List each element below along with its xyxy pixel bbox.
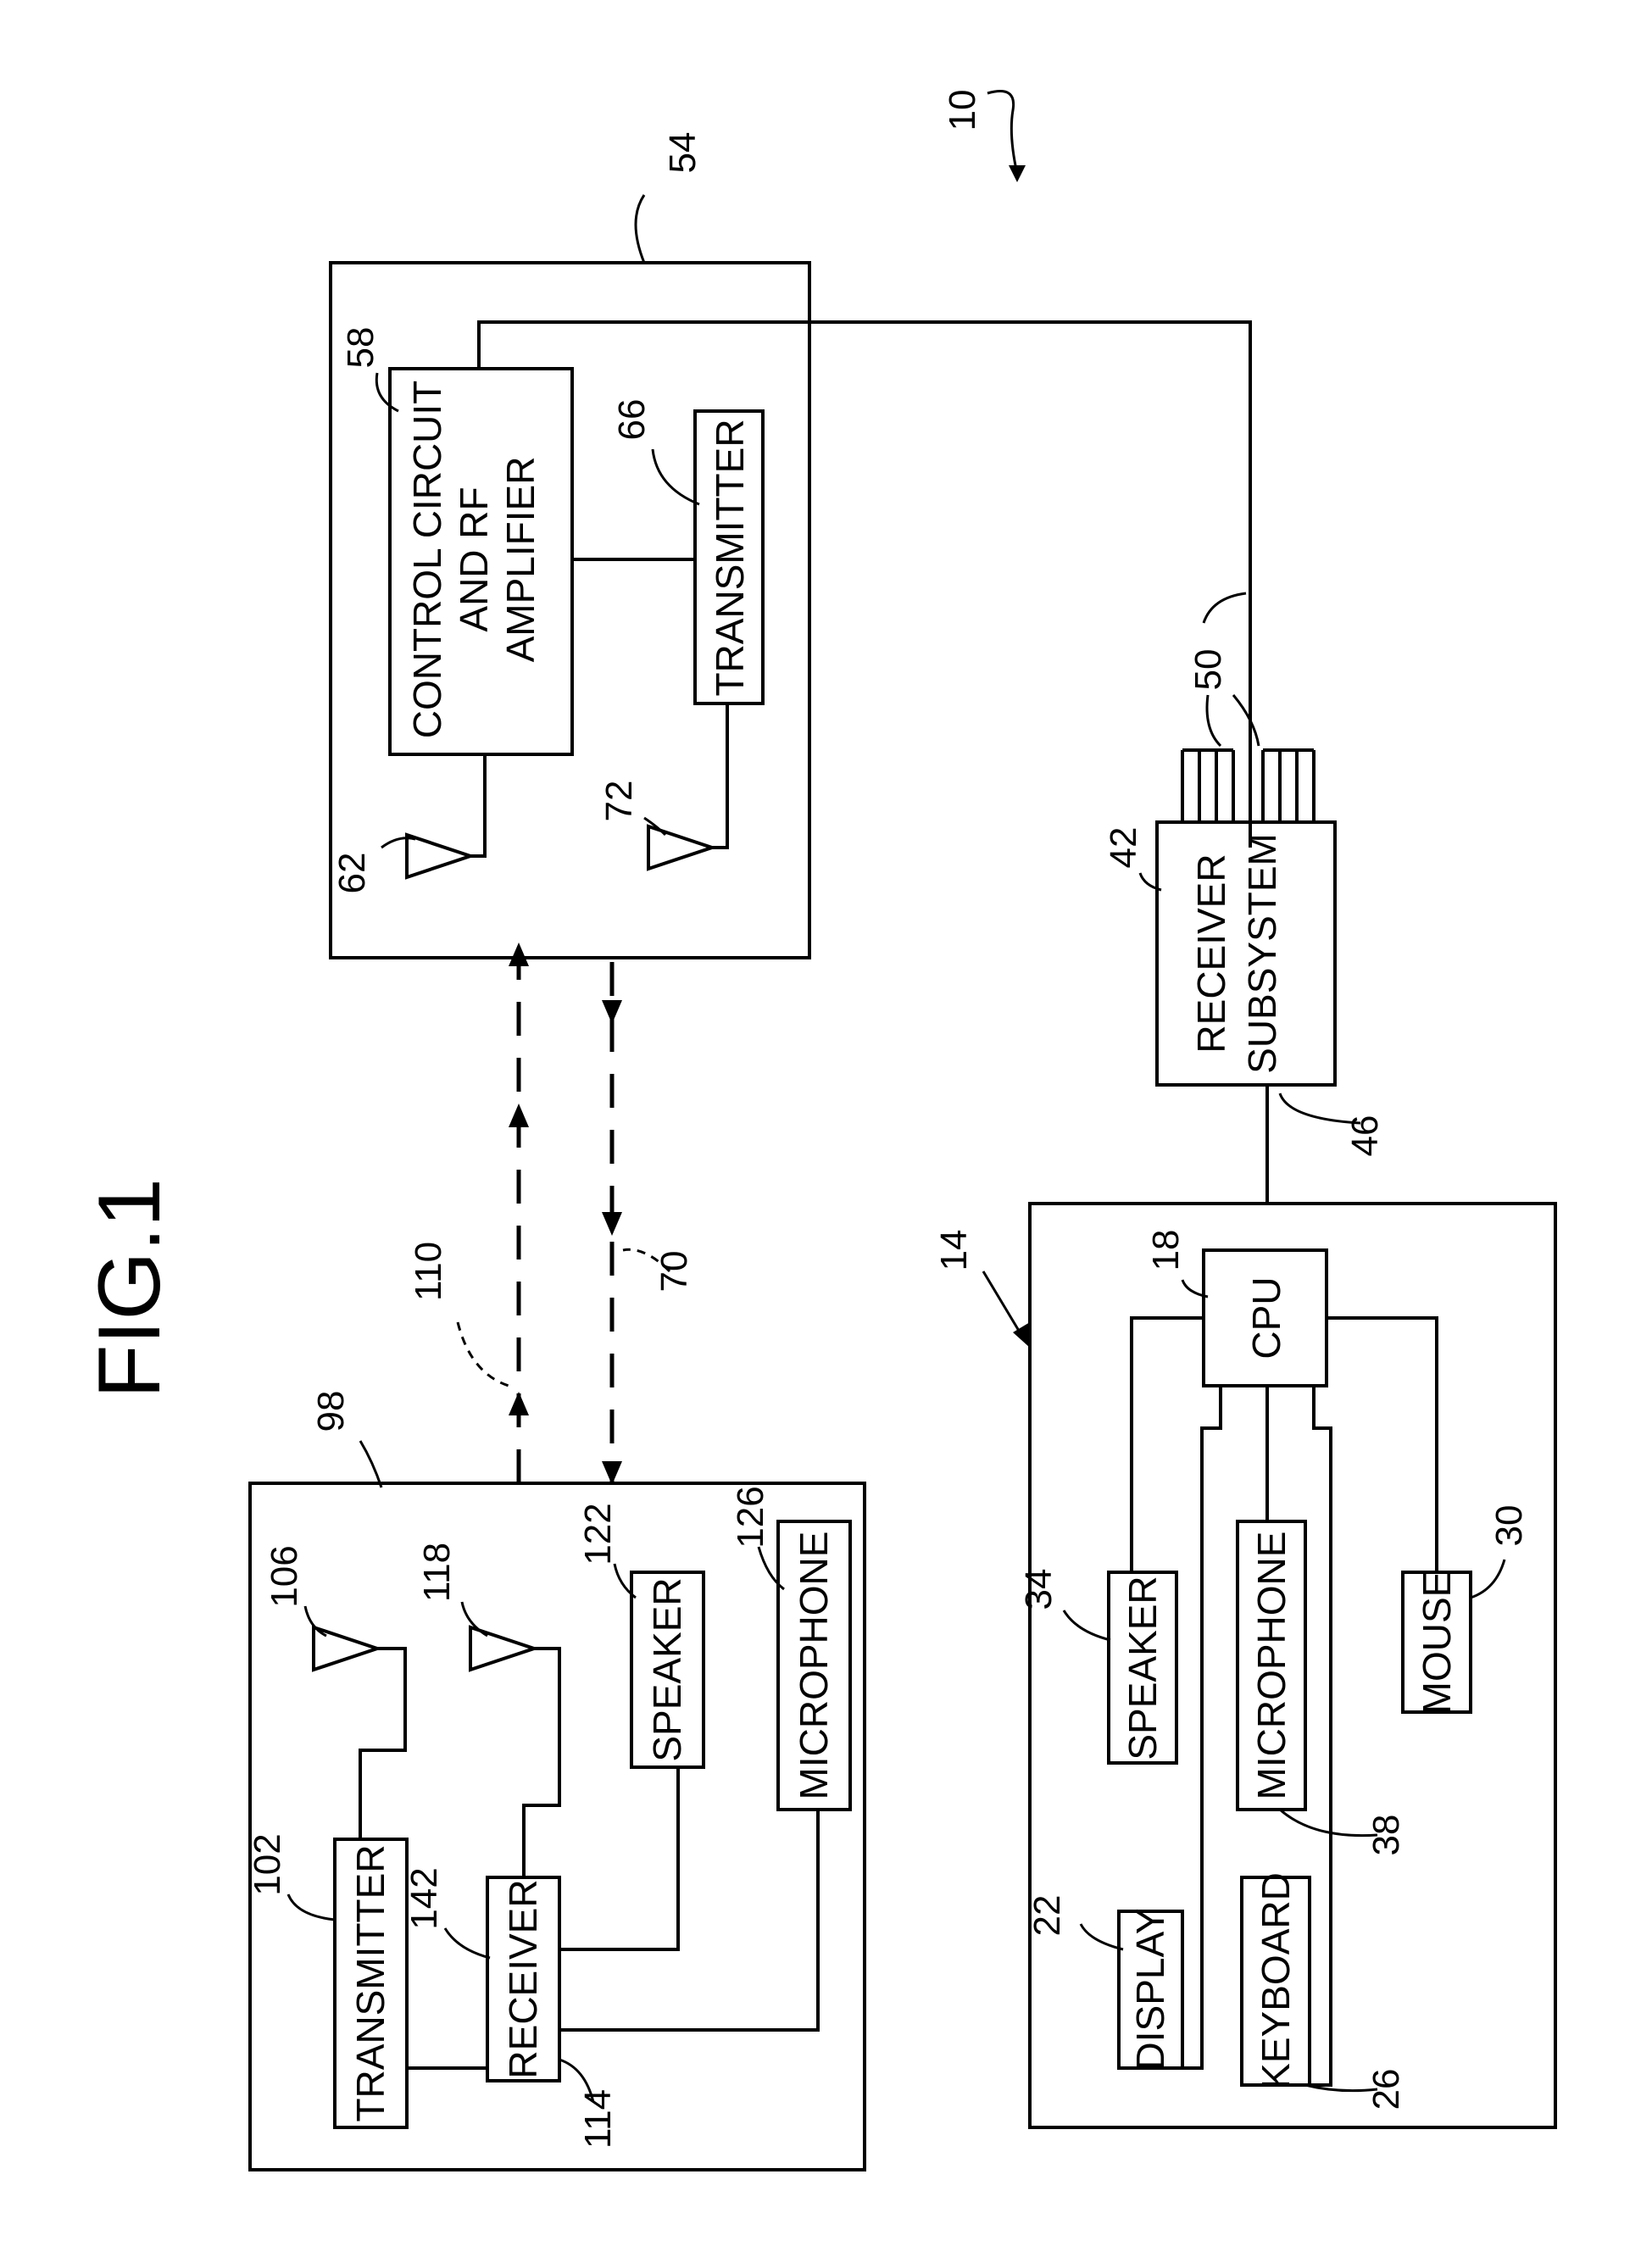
handset-wiring [407, 1767, 818, 2068]
figure-title: FIG.1 [81, 1178, 179, 1398]
ref-14-leader [983, 1271, 1021, 1335]
connector-pins [1182, 750, 1314, 822]
ref-18: 18 [1145, 1230, 1187, 1271]
downlink-70 [602, 962, 622, 1485]
ref-66: 66 [611, 399, 653, 441]
handset-microphone-label: MICROPHONE [792, 1532, 836, 1800]
ref-34: 34 [1018, 1569, 1060, 1610]
receiver-subsystem-label-line1: RECEIVER [1189, 854, 1233, 1053]
ref-102-leader [288, 1894, 335, 1920]
ref-50-leader-c [1204, 593, 1246, 623]
ref-110-leader [458, 1322, 509, 1386]
ref-14: 14 [933, 1230, 975, 1271]
ref-62-leader [381, 838, 415, 848]
handset-speaker-label: SPEAKER [645, 1577, 689, 1761]
ref-34-leader [1064, 1610, 1110, 1640]
mouse-label: MOUSE [1415, 1571, 1459, 1715]
receiver-subsystem-label-line2: SUBSYSTEM [1240, 833, 1284, 1074]
ref-10-leader [987, 92, 1017, 175]
ref-58-leader [376, 373, 398, 411]
control-to-receiver-cable [479, 322, 1250, 848]
antenna-118-icon [470, 1627, 534, 1670]
ref-114: 114 [577, 2089, 619, 2149]
ref-30: 30 [1488, 1505, 1530, 1547]
handset-receiver-label: RECEIVER [501, 1879, 545, 2078]
ref-98: 98 [310, 1391, 352, 1432]
ref-50: 50 [1188, 649, 1229, 691]
ref-102: 102 [247, 1833, 288, 1895]
handset-transmitter-label: TRANSMITTER [348, 1844, 392, 2121]
ref-50-leader-b [1233, 695, 1259, 746]
ref-106: 106 [264, 1545, 305, 1607]
ref-118: 118 [416, 1543, 458, 1602]
uplink-110 [509, 943, 529, 1483]
control-circuit-label-line1: CONTROL CIRCUIT [405, 381, 449, 739]
antenna-62-icon [407, 835, 470, 877]
ref-142-leader [445, 1928, 490, 1958]
computer-microphone-label: MICROPHONE [1249, 1532, 1293, 1800]
ref-42: 42 [1103, 827, 1144, 869]
ref-110: 110 [408, 1242, 449, 1301]
computer-speaker-label: SPEAKER [1121, 1576, 1165, 1760]
ref-72: 72 [598, 781, 640, 822]
antenna-62-wire [470, 754, 485, 856]
ref-58: 58 [340, 327, 381, 369]
display-label: DISPLAY [1128, 1909, 1172, 2071]
ref-22-leader [1081, 1924, 1123, 1949]
antenna-118-wire [524, 1649, 559, 1877]
control-circuit-label-line2: AND RF [452, 487, 496, 631]
antenna-106-wire [360, 1649, 405, 1839]
ref-50-leader-a [1207, 695, 1221, 746]
ref-142: 142 [403, 1867, 445, 1929]
base-transmitter-label: TRANSMITTER [708, 419, 752, 696]
ref-38-leader [1280, 1810, 1377, 1836]
ref-122: 122 [577, 1503, 619, 1565]
ref-126: 126 [730, 1486, 771, 1548]
ref-22: 22 [1026, 1895, 1068, 1937]
ref-10: 10 [942, 90, 983, 131]
ref-98-leader [360, 1441, 381, 1487]
ref-54-leader [636, 195, 644, 263]
handset-box [250, 1483, 865, 2170]
ref-62: 62 [331, 853, 373, 894]
keyboard-label: KEYBOARD [1254, 1872, 1298, 2089]
ref-10-arrowhead [1009, 165, 1026, 182]
ref-70: 70 [654, 1251, 695, 1293]
ref-54: 54 [662, 132, 704, 174]
ref-66-leader [653, 449, 699, 504]
antenna-72-wire [712, 703, 727, 848]
antenna-72-icon [648, 826, 712, 869]
control-circuit-label-line3: AMPLIFIER [498, 457, 542, 663]
cpu-label: CPU [1244, 1276, 1288, 1359]
ref-126-leader [759, 1547, 784, 1589]
ref-30-leader [1471, 1560, 1505, 1598]
